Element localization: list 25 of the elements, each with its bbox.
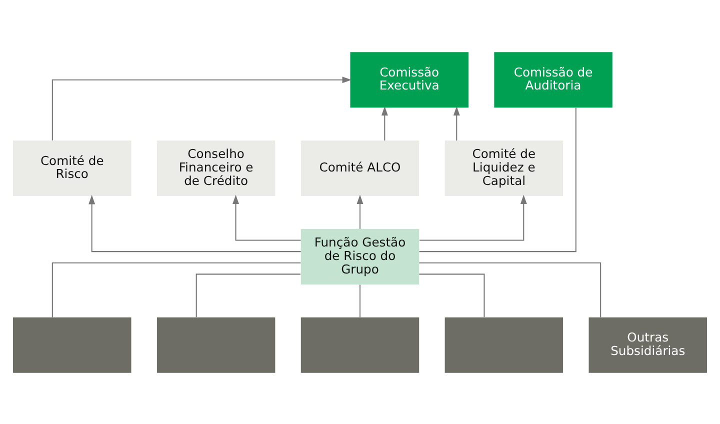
connector: [359, 284, 361, 317]
node-box: [444, 316, 564, 372]
arrow: [381, 106, 388, 140]
node-box: [13, 316, 132, 372]
node-box: Função Gestão de Risco do Grupo: [300, 228, 420, 284]
node-box: Comissão Executiva: [350, 52, 468, 108]
arrow: [453, 106, 460, 140]
connector: [419, 107, 576, 252]
node-box: Conselho Financeiro e de Crédito: [156, 140, 276, 196]
arrow: [52, 76, 352, 140]
connector: [52, 262, 301, 317]
connector: [419, 262, 602, 317]
arrow: [232, 194, 301, 240]
node-box: Comité de Risco: [13, 140, 132, 196]
arrow: [88, 194, 301, 252]
node-box: Outras Subsidiárias: [588, 316, 707, 372]
connector: [419, 273, 485, 317]
node-box: [300, 316, 420, 372]
node-box: Comité de Liquidez e Capital: [444, 140, 564, 196]
node-box: [156, 316, 276, 372]
node-box: Comité ALCO: [300, 140, 420, 196]
connector: [196, 273, 300, 317]
arrow: [420, 194, 527, 240]
node-box: Comissão de Auditoria: [494, 52, 612, 108]
arrow: [356, 194, 364, 228]
